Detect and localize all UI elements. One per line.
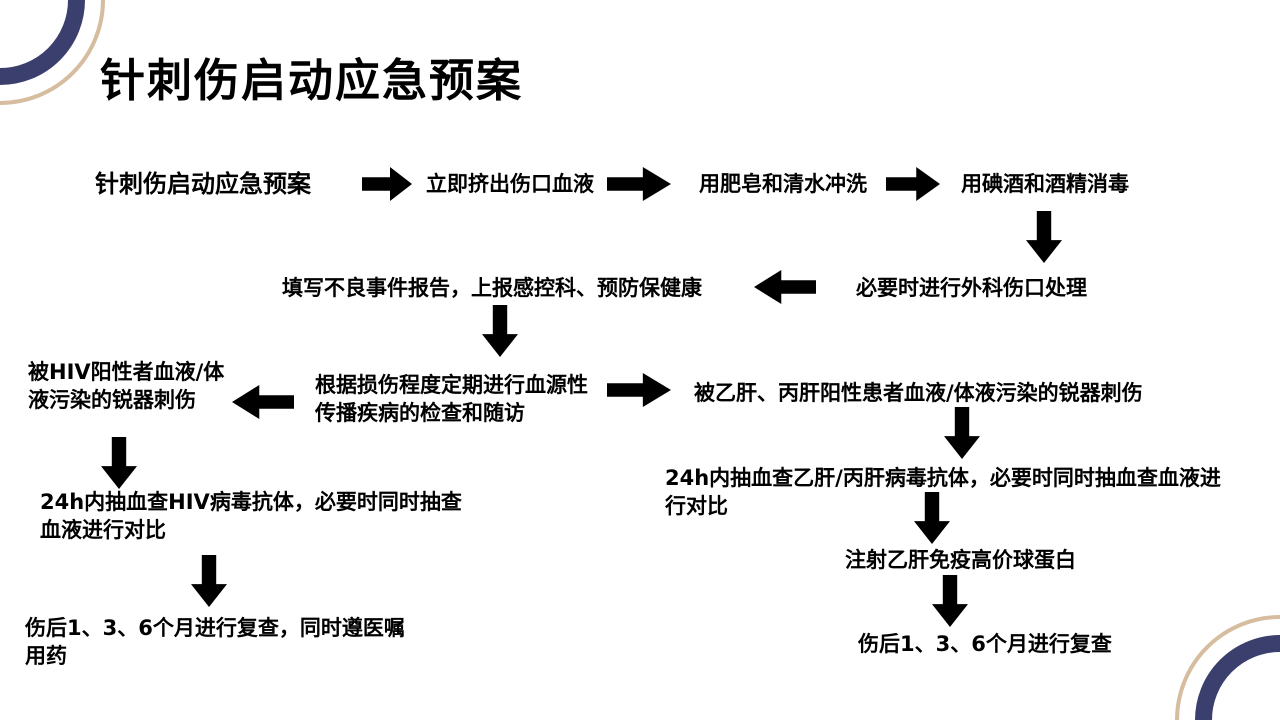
arrow-down-icon	[101, 437, 137, 489]
arrow-right-icon	[607, 373, 671, 407]
flow-node-squeeze-blood: 立即挤出伤口血液	[426, 172, 594, 196]
slide-title: 针刺伤启动应急预案	[100, 54, 524, 107]
arrow-down-icon	[944, 407, 980, 459]
flow-node-hep-injury: 被乙肝、丙肝阳性患者血液/体液污染的锐器刺伤	[694, 381, 1143, 405]
arrow-down-icon	[191, 555, 227, 607]
flow-node-incident-report: 填写不良事件报告，上报感控科、预防保健康	[282, 276, 702, 300]
arrow-right-icon	[886, 167, 940, 201]
arrow-down-icon	[482, 305, 518, 357]
arrow-right-icon	[362, 167, 412, 201]
flow-node-disinfect: 用碘酒和酒精消毒	[961, 172, 1129, 196]
flow-node-hep-immunoglobulin: 注射乙肝免疫高价球蛋白	[845, 548, 1076, 572]
flow-node-hep-blood-test: 24h内抽血查乙肝/丙肝病毒抗体，必要时同时抽血查血液进 行对比	[665, 466, 1221, 518]
flow-node-hiv-blood-test: 24h内抽血查HIV病毒抗体，必要时同时抽查 血液进行对比	[40, 490, 462, 542]
arrow-down-icon	[932, 575, 968, 627]
flow-node-wash: 用肥皂和清水冲洗	[699, 172, 867, 196]
arrow-left-icon	[232, 385, 294, 419]
arrow-down-icon	[1026, 211, 1062, 263]
flow-node-hiv-recheck: 伤后1、3、6个月进行复查，同时遵医嘱 用药	[25, 616, 405, 668]
flow-node-periodic-followup: 根据损伤程度定期进行血源性 传播疾病的检查和随访	[315, 373, 588, 425]
flow-node-hiv-injury: 被HIV阳性者血液/体 液污染的锐器刺伤	[28, 360, 225, 412]
top-left-tan-arc-icon	[0, 0, 105, 105]
flow-node-hep-recheck: 伤后1、3、6个月进行复查	[858, 632, 1112, 656]
arrow-right-icon	[607, 167, 671, 201]
bottom-right-tan-arc-icon	[1175, 615, 1280, 720]
flow-node-start: 针刺伤启动应急预案	[95, 170, 311, 198]
arrow-left-icon	[754, 270, 816, 304]
flow-node-surgical-treatment: 必要时进行外科伤口处理	[856, 276, 1087, 300]
